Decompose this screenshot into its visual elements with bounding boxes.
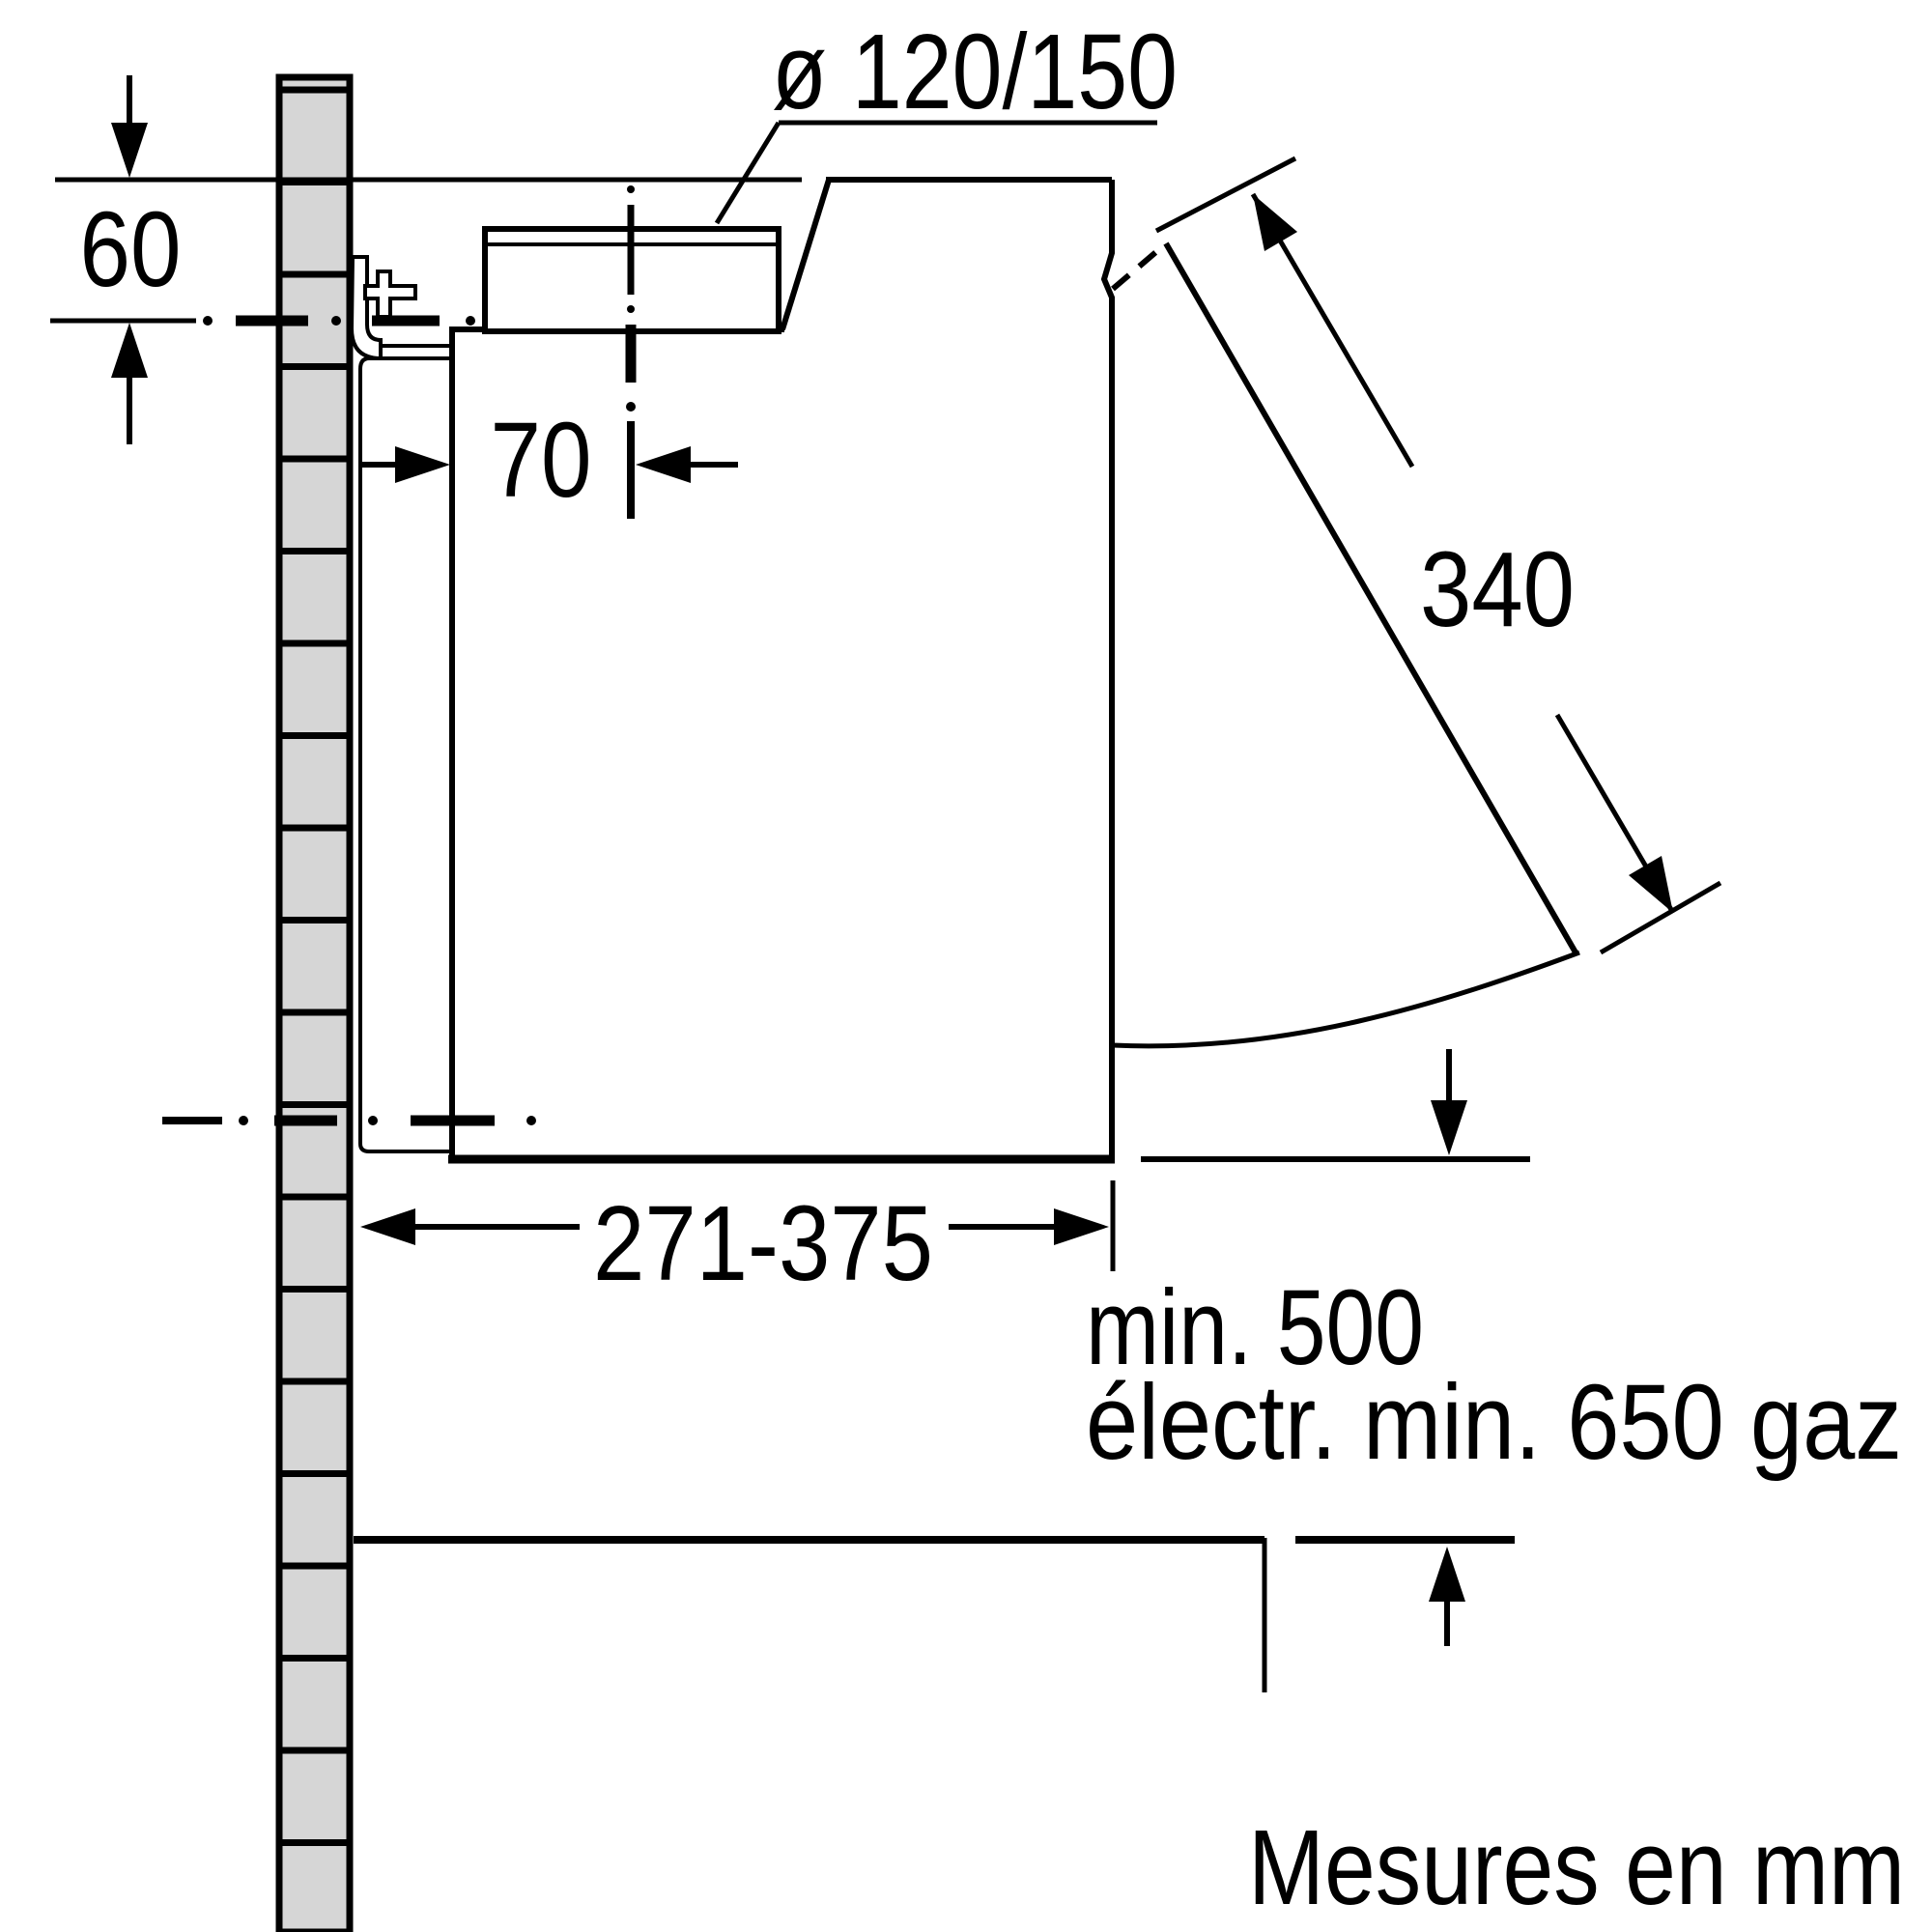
- arrow-left-icon: [360, 1208, 415, 1245]
- wall-tile-joints: [279, 86, 350, 1846]
- datum-dot: [626, 402, 636, 412]
- visor-swing-arc: [1112, 950, 1580, 1049]
- hob-clearance: min. 500 électr. min. 650 gaz: [354, 1049, 1902, 1692]
- duct-diameter-callout: ø 120/150: [714, 13, 1178, 225]
- extension-tick: [1154, 156, 1297, 234]
- lower-datum-centerline: [162, 1115, 536, 1126]
- arrow-up-left-icon: [1253, 194, 1297, 251]
- arrow-down-right-icon: [1629, 856, 1673, 913]
- hood-back-lip: [358, 1143, 452, 1153]
- extension-tick: [1599, 880, 1722, 955]
- dim-70-label: 70: [491, 401, 592, 520]
- arrow-right-icon: [395, 446, 450, 483]
- datum-dot: [526, 1116, 536, 1125]
- arrow-left-icon: [636, 446, 691, 483]
- datum-dot: [627, 305, 635, 313]
- clearance-label-line2: électr. min. 650 gaz: [1086, 1363, 1902, 1482]
- dim-271-375-label: 271-375: [593, 1184, 933, 1303]
- bracket-arm-return: [358, 356, 370, 379]
- datum-dot: [627, 185, 635, 193]
- dim-271-375: 271-375: [360, 1180, 1116, 1303]
- arrow-up-icon: [111, 323, 148, 378]
- datum-dot: [239, 1116, 248, 1125]
- clearance-label-line1: min. 500: [1086, 1268, 1424, 1387]
- datum-dot: [331, 316, 341, 326]
- dim-340-label: 340: [1420, 530, 1575, 649]
- wall-column: [275, 73, 354, 1932]
- hood-front-slant: [780, 179, 832, 330]
- arrow-down-icon: [111, 123, 148, 178]
- datum-dot: [203, 316, 213, 326]
- visor: [1111, 242, 1580, 1049]
- leader-line: [714, 121, 781, 225]
- dim-60-label: 60: [80, 190, 182, 309]
- visor-hinge-dashed: [1111, 242, 1167, 292]
- dim-70: 70: [362, 401, 738, 520]
- upper-datum-centerline: [50, 315, 475, 327]
- datum-dot: [368, 1116, 378, 1125]
- arrow-right-icon: [1054, 1208, 1109, 1245]
- dim-60: 60: [80, 75, 182, 444]
- datum-dot: [466, 316, 475, 326]
- units-label: Mesures en mm: [1248, 1808, 1905, 1927]
- bracket-hook: [349, 255, 383, 361]
- arrow-up-icon: [1429, 1547, 1465, 1602]
- visor-edge: [1163, 242, 1578, 954]
- hood-right-edge: [1100, 180, 1115, 1157]
- arrow-down-icon: [1431, 1100, 1467, 1155]
- bracket-screw-icon: [363, 270, 417, 319]
- wall-tiles: [275, 73, 354, 1932]
- duct-vertical-centerline: [625, 185, 637, 519]
- duct-diameter-label: ø 120/150: [772, 13, 1178, 131]
- dim-340: 340: [1154, 156, 1722, 955]
